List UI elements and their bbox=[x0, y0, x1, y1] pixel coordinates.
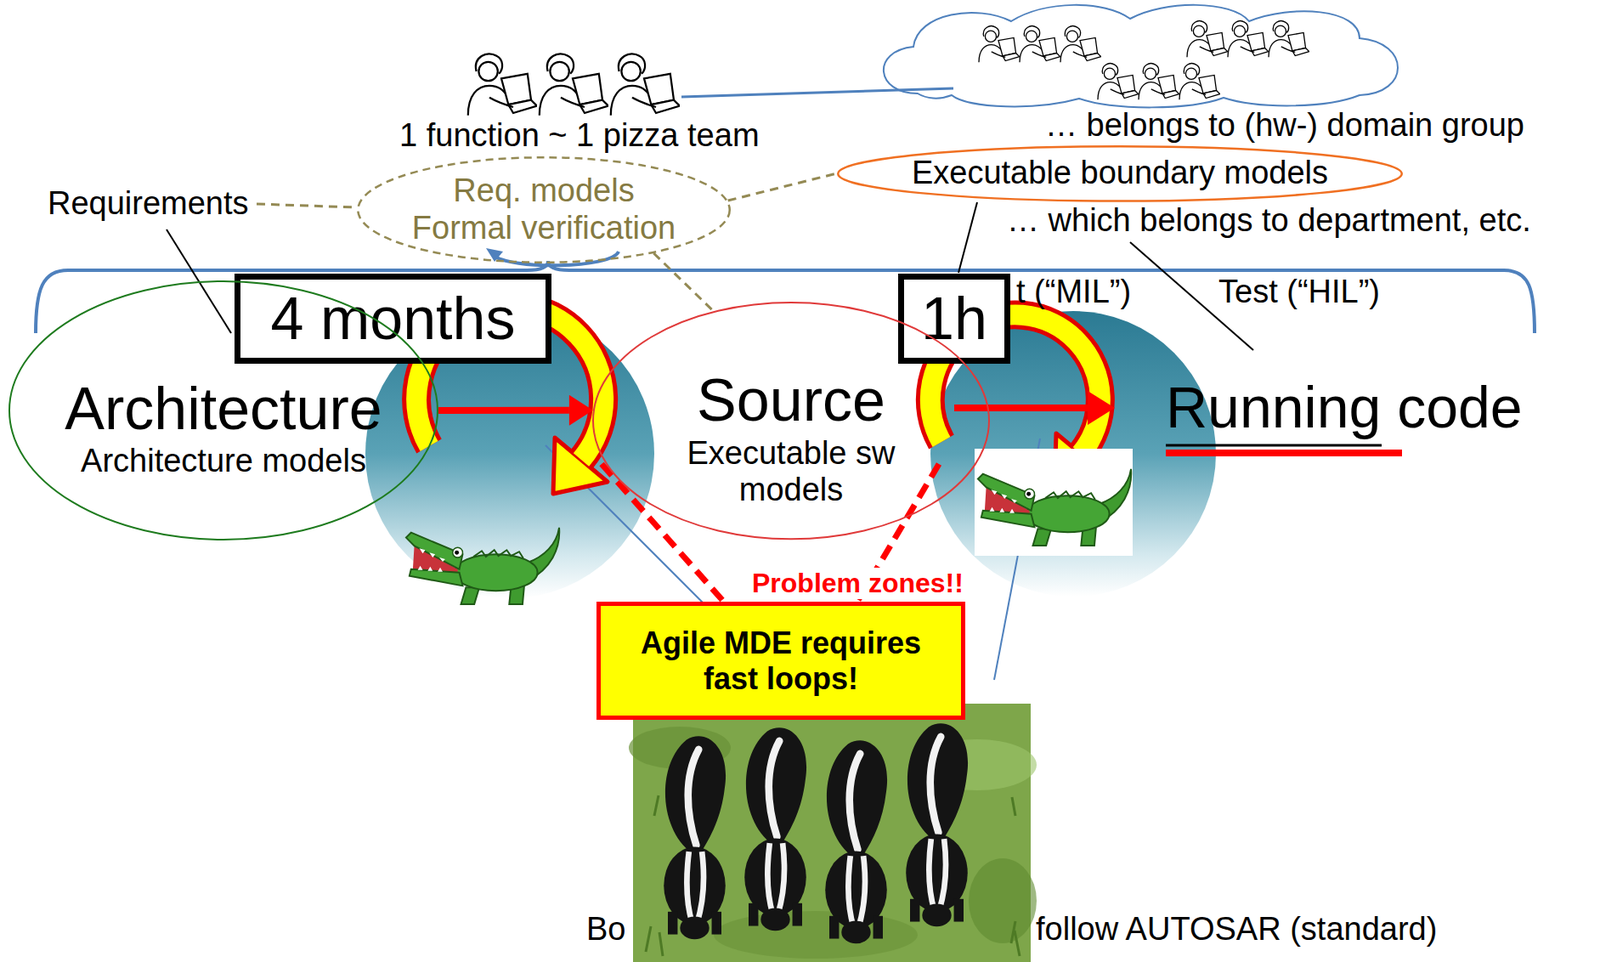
developer-icon bbox=[1060, 26, 1102, 63]
arrow-head bbox=[569, 395, 594, 426]
node-text: 4 months bbox=[271, 284, 516, 354]
ellipse-shape bbox=[593, 302, 990, 539]
flow-arrow-head bbox=[1087, 390, 1115, 425]
annotation: Test (“HIL”) bbox=[1218, 273, 1380, 311]
dashed-link bbox=[256, 203, 356, 208]
crocodile-ground bbox=[974, 448, 1133, 556]
connector-line bbox=[653, 253, 713, 311]
connector bbox=[438, 395, 594, 426]
annotation: … belongs to (hw-) domain group bbox=[1045, 107, 1525, 145]
developer-icon bbox=[1268, 21, 1310, 58]
warning-label: Problem zones!! bbox=[748, 567, 967, 600]
grass-patch bbox=[713, 910, 918, 959]
grass-patch bbox=[968, 858, 1037, 944]
node-text: Architecture models bbox=[80, 442, 367, 481]
callout-box: Agile MDE requires fast loops! bbox=[596, 601, 966, 720]
node-text: Executable sw models bbox=[672, 435, 911, 509]
crocodile bbox=[978, 469, 1131, 546]
developer-icon bbox=[1187, 21, 1228, 58]
developer-icon bbox=[468, 53, 538, 115]
connector-line bbox=[438, 407, 570, 414]
skunk-photo bbox=[628, 703, 1037, 962]
requirements-models-ellipse: Req. modelsFormal verification bbox=[356, 156, 731, 264]
duration-box: 1h bbox=[898, 273, 1011, 365]
annotation: … which belongs to department, etc. bbox=[1006, 202, 1532, 240]
developer-icon bbox=[1227, 21, 1269, 58]
node-text: 1h bbox=[921, 284, 988, 354]
connector bbox=[653, 253, 713, 311]
annotation: 1 function ~ 1 pizza team bbox=[399, 117, 760, 155]
underline bbox=[1165, 444, 1382, 447]
skunk bbox=[663, 735, 726, 939]
node-text: Formal verification bbox=[412, 209, 676, 248]
boundary-models-ellipse: Executable boundary models bbox=[836, 145, 1403, 203]
flow-arrow bbox=[954, 404, 1090, 412]
node-text: Req. models bbox=[452, 172, 634, 210]
skunk bbox=[905, 723, 968, 927]
annotation: Requirements bbox=[47, 185, 249, 223]
developer-icon bbox=[610, 53, 680, 115]
architecture-ellipse: ArchitectureArchitecture models bbox=[8, 280, 439, 541]
problem-pointer bbox=[601, 463, 723, 600]
node-text: Executable boundary models bbox=[911, 154, 1329, 193]
ellipse-shape bbox=[9, 281, 438, 540]
crocodile bbox=[406, 527, 560, 605]
ellipse-shape bbox=[837, 146, 1403, 201]
skunk bbox=[825, 740, 888, 944]
stage-title: Running code bbox=[1165, 373, 1523, 441]
annotation: t (“MIL”) bbox=[1016, 273, 1131, 311]
connector-line bbox=[728, 173, 837, 201]
developer-icon bbox=[1019, 26, 1061, 63]
developer-icon bbox=[978, 26, 1020, 63]
annotation: follow AUTOSAR (standard) bbox=[1035, 910, 1437, 949]
leader-line bbox=[958, 202, 978, 273]
verification-loop bbox=[492, 251, 619, 266]
developer-icon bbox=[1179, 63, 1221, 101]
node-text: Agile MDE requires fast loops! bbox=[614, 625, 948, 696]
ellipse-shape bbox=[357, 157, 730, 263]
developer-icon bbox=[1097, 63, 1139, 101]
developer-icon bbox=[539, 53, 609, 115]
team-link bbox=[681, 88, 954, 97]
developer-icon bbox=[1138, 63, 1180, 101]
organisation-cloud bbox=[883, 5, 1398, 108]
connector bbox=[728, 173, 837, 201]
node-text: Source bbox=[696, 366, 886, 436]
skunk bbox=[744, 727, 807, 931]
annotation: Bo bbox=[586, 910, 626, 949]
highlight-bar bbox=[1165, 449, 1403, 457]
source-ellipse: SourceExecutable sw models bbox=[592, 301, 990, 540]
node-text: Architecture bbox=[64, 374, 382, 444]
